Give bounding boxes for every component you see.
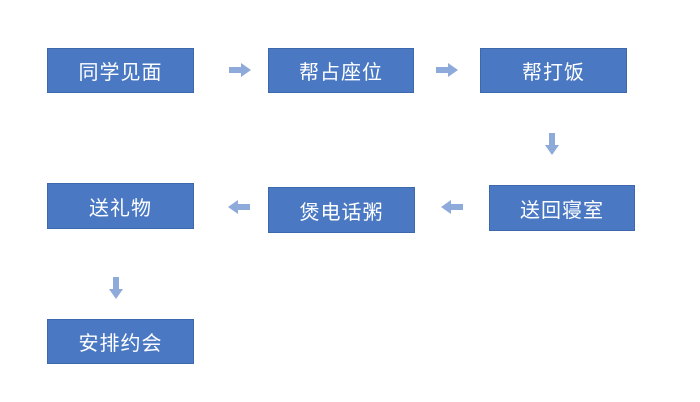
step-arrange-date: 安排约会 — [47, 319, 194, 364]
arrow-left-icon — [228, 200, 250, 214]
arrow-down-icon — [545, 133, 559, 155]
step-label: 安排约会 — [78, 331, 163, 355]
step-give-gift: 送礼物 — [47, 183, 194, 229]
step-long-phone-call: 煲电话粥 — [268, 187, 415, 233]
step-label: 送回寝室 — [520, 197, 604, 222]
step-label: 帮占座位 — [299, 60, 383, 84]
step-label: 煲电话粥 — [299, 199, 384, 224]
arrow-right-icon — [436, 63, 458, 77]
step-get-meal: 帮打饭 — [480, 48, 627, 93]
step-walk-to-dorm: 送回寝室 — [489, 185, 635, 231]
arrow-down-icon — [109, 277, 123, 299]
arrow-left-icon — [441, 200, 463, 214]
step-classmates-meet: 同学见面 — [47, 48, 194, 93]
step-label: 同学见面 — [78, 60, 163, 84]
step-label: 送礼物 — [89, 195, 152, 220]
arrow-right-icon — [229, 63, 251, 77]
step-label: 帮打饭 — [522, 60, 585, 84]
step-save-seat: 帮占座位 — [268, 48, 414, 93]
